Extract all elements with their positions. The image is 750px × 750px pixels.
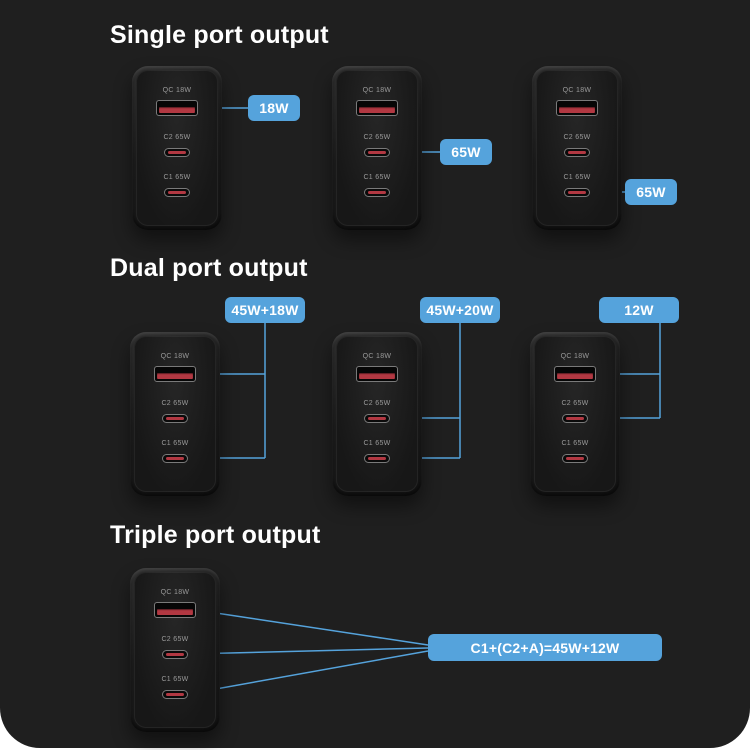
port-label-c2: C2 65W bbox=[161, 400, 189, 407]
charger-single-1: QC 18W C2 65W C1 65W bbox=[132, 66, 222, 230]
usb-a-tongue bbox=[157, 373, 193, 379]
usb-c1-port bbox=[364, 188, 390, 197]
usb-a-tongue bbox=[559, 107, 595, 113]
port-label-c1: C1 65W bbox=[563, 174, 591, 181]
usb-c-pin bbox=[368, 191, 386, 194]
usb-c-pin bbox=[368, 151, 386, 154]
usb-c2-port bbox=[364, 414, 390, 423]
usb-a-port bbox=[356, 366, 398, 382]
section-title-triple: Triple port output bbox=[110, 521, 321, 549]
usb-a-port bbox=[554, 366, 596, 382]
usb-c-pin bbox=[566, 457, 584, 460]
usb-a-port bbox=[356, 100, 398, 116]
callout-dual-1: 45W+18W bbox=[225, 297, 305, 323]
port-label-c2: C2 65W bbox=[563, 134, 591, 141]
callout-single-a: 18W bbox=[248, 95, 300, 121]
usb-c1-port bbox=[162, 454, 188, 463]
port-label-c1: C1 65W bbox=[561, 440, 589, 447]
port-label-c2: C2 65W bbox=[363, 134, 391, 141]
usb-c-pin bbox=[168, 151, 186, 154]
usb-c1-port bbox=[162, 690, 188, 699]
port-label-qc: QC 18W bbox=[160, 353, 190, 360]
usb-c1-port bbox=[564, 188, 590, 197]
usb-c-pin bbox=[368, 457, 386, 460]
port-label-c1: C1 65W bbox=[363, 174, 391, 181]
usb-a-port bbox=[154, 366, 196, 382]
line-triple-c1 bbox=[187, 650, 429, 695]
usb-c1-port bbox=[164, 188, 190, 197]
port-label-c2: C2 65W bbox=[163, 134, 191, 141]
usb-c2-port bbox=[162, 650, 188, 659]
usb-a-port bbox=[556, 100, 598, 116]
usb-c2-port bbox=[164, 148, 190, 157]
usb-c-pin bbox=[368, 417, 386, 420]
usb-c-pin bbox=[568, 151, 586, 154]
section-title-single: Single port output bbox=[110, 21, 329, 49]
port-label-c2: C2 65W bbox=[363, 400, 391, 407]
line-triple-c2 bbox=[187, 647, 429, 655]
port-label-c2: C2 65W bbox=[161, 636, 189, 643]
port-label-qc: QC 18W bbox=[562, 87, 592, 94]
usb-c-pin bbox=[166, 653, 184, 656]
usb-c-pin bbox=[568, 191, 586, 194]
callout-triple: C1+(C2+A)=45W+12W bbox=[428, 634, 662, 661]
usb-a-tongue bbox=[557, 373, 593, 379]
line-triple-a bbox=[195, 609, 429, 646]
usb-c-pin bbox=[166, 417, 184, 420]
port-label-c2: C2 65W bbox=[561, 400, 589, 407]
usb-a-tongue bbox=[157, 609, 193, 615]
usb-a-tongue bbox=[359, 107, 395, 113]
callout-single-c2: 65W bbox=[440, 139, 492, 165]
usb-c-pin bbox=[566, 417, 584, 420]
port-label-c1: C1 65W bbox=[161, 440, 189, 447]
usb-c2-port bbox=[364, 148, 390, 157]
charger-dual-1: QC 18W C2 65W C1 65W bbox=[130, 332, 220, 496]
usb-c-pin bbox=[166, 457, 184, 460]
callout-dual-3: 12W bbox=[599, 297, 679, 323]
port-label-qc: QC 18W bbox=[362, 353, 392, 360]
usb-a-tongue bbox=[359, 373, 395, 379]
charger-single-2: QC 18W C2 65W C1 65W bbox=[332, 66, 422, 230]
usb-a-port bbox=[156, 100, 198, 116]
port-label-c1: C1 65W bbox=[363, 440, 391, 447]
port-label-qc: QC 18W bbox=[560, 353, 590, 360]
charger-dual-3: QC 18W C2 65W C1 65W bbox=[530, 332, 620, 496]
charger-dual-2: QC 18W C2 65W C1 65W bbox=[332, 332, 422, 496]
port-label-qc: QC 18W bbox=[362, 87, 392, 94]
usb-c2-port bbox=[162, 414, 188, 423]
section-title-dual: Dual port output bbox=[110, 254, 308, 282]
callout-dual-2: 45W+20W bbox=[420, 297, 500, 323]
usb-a-tongue bbox=[159, 107, 195, 113]
charger-triple: QC 18W C2 65W C1 65W bbox=[130, 568, 220, 732]
usb-c-pin bbox=[168, 191, 186, 194]
usb-a-port bbox=[154, 602, 196, 618]
usb-c-pin bbox=[166, 693, 184, 696]
usb-c1-port bbox=[364, 454, 390, 463]
usb-c1-port bbox=[562, 454, 588, 463]
usb-c2-port bbox=[562, 414, 588, 423]
port-label-c1: C1 65W bbox=[161, 676, 189, 683]
charger-single-3: QC 18W C2 65W C1 65W bbox=[532, 66, 622, 230]
port-label-c1: C1 65W bbox=[163, 174, 191, 181]
port-label-qc: QC 18W bbox=[160, 589, 190, 596]
port-label-qc: QC 18W bbox=[162, 87, 192, 94]
callout-single-c1: 65W bbox=[625, 179, 677, 205]
usb-c2-port bbox=[564, 148, 590, 157]
